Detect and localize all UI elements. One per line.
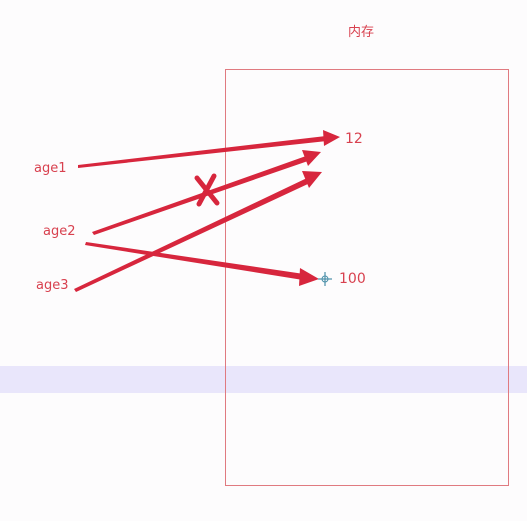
highlight-band bbox=[0, 366, 527, 393]
x-mark-icon bbox=[194, 173, 220, 207]
variable-age3-label: age3 bbox=[36, 278, 69, 293]
variable-age1-label: age1 bbox=[34, 161, 67, 176]
arrow-age1-to-12 bbox=[78, 130, 340, 168]
memory-box bbox=[225, 69, 509, 486]
arrow-age3-to-12 bbox=[74, 171, 322, 292]
variable-age2-label: age2 bbox=[43, 224, 76, 239]
arrow-age2-to-100 bbox=[85, 242, 319, 286]
arrow-age2-to-12-crossed bbox=[92, 150, 321, 235]
memory-value-100: 100 bbox=[339, 271, 366, 287]
crosshair-cursor-icon bbox=[318, 272, 332, 286]
memory-title: 内存 bbox=[348, 25, 375, 40]
memory-value-12: 12 bbox=[345, 131, 363, 147]
